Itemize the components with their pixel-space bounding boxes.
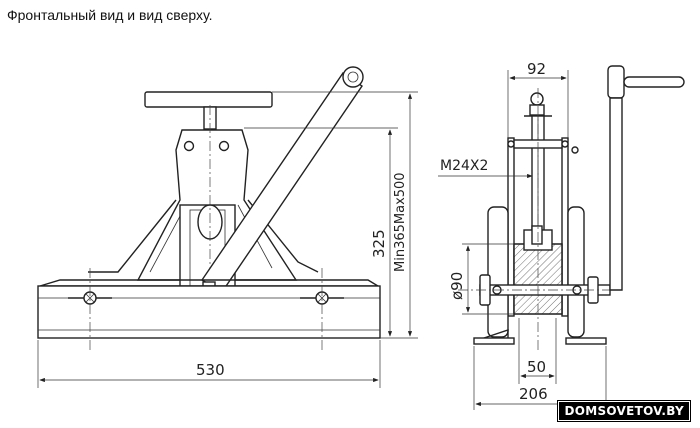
bolt-hole-right	[218, 140, 230, 152]
dim-530-label: 530	[196, 361, 225, 379]
dim-thread-label: M24X2	[440, 158, 488, 174]
bolt-hole-left	[183, 140, 195, 152]
dim-diameter-label: ø90	[448, 272, 466, 300]
side-view	[458, 65, 685, 350]
crank-handle	[623, 76, 685, 88]
base-foot-right	[565, 337, 607, 345]
side-dimensions: 92 M24X2 ø90 50 206	[438, 60, 607, 410]
screw-knob	[530, 92, 544, 106]
outer-disk-left	[487, 206, 509, 338]
left-leg	[88, 199, 177, 273]
top-handwheel	[144, 91, 273, 108]
watermark-logo: DOMSOVETOV.BY	[557, 400, 691, 422]
front-view	[37, 66, 381, 350]
crank-grip	[607, 65, 625, 99]
lever-handle-pivot	[342, 66, 364, 88]
dim-206-label: 206	[519, 385, 548, 403]
dim-325-label: 325	[370, 229, 388, 258]
dim-50-label: 50	[527, 358, 546, 376]
crank-arm	[609, 97, 623, 291]
page-caption: Фронтальный вид и вид сверху.	[7, 7, 213, 23]
outer-disk-right	[567, 206, 585, 338]
dim-92-label: 92	[527, 60, 546, 78]
dim-range-label: Min365Max500	[393, 172, 408, 272]
base-foot-left	[473, 337, 515, 345]
front-dimensions: 530 325 Min365Max500	[37, 91, 418, 388]
